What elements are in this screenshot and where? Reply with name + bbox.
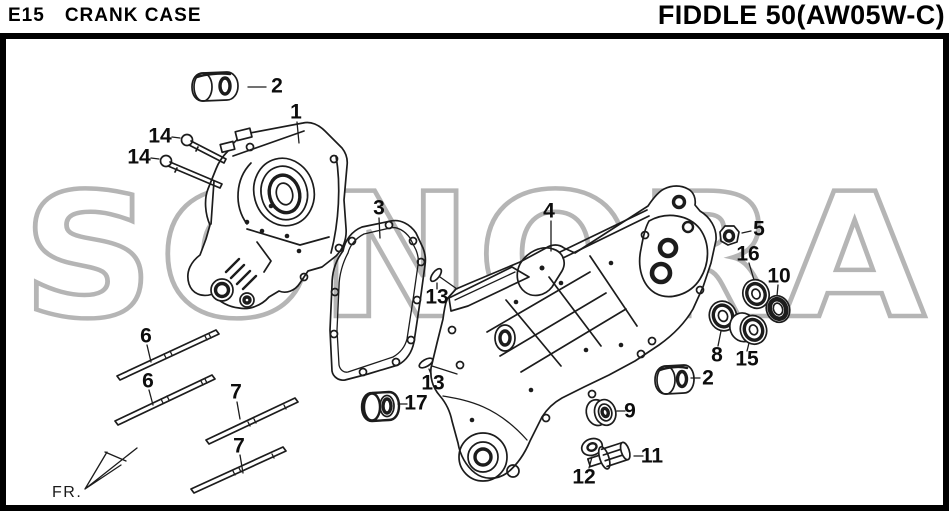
callout-6-lower: 6 xyxy=(142,369,154,393)
part-14-bolt-upper-drawing xyxy=(180,133,227,164)
part-11-flange-bolt-drawing xyxy=(586,441,631,470)
callout-7-lower: 7 xyxy=(233,434,245,458)
callout-1: 1 xyxy=(290,100,302,124)
callout-2-top: 2 xyxy=(271,74,283,98)
part-16-bearing-drawing xyxy=(741,278,771,310)
part-4-crankcase-right-drawing xyxy=(429,185,717,482)
callout-11: 11 xyxy=(640,444,664,468)
diagram-border-frame xyxy=(0,33,949,511)
callout-10: 10 xyxy=(767,264,791,288)
part-17-bushing-drawing xyxy=(360,390,401,423)
callout-14-lower: 14 xyxy=(127,145,151,169)
callout-4: 4 xyxy=(543,199,555,223)
page-header-left: E15 CRANK CASE xyxy=(8,5,202,27)
part-6-stud-lower-drawing xyxy=(114,374,216,426)
callout-8: 8 xyxy=(711,343,723,367)
part-6-stud-upper-drawing xyxy=(116,329,220,381)
part-2-bushing-top-drawing xyxy=(191,71,239,102)
part-13-dowel-pin-lower-drawing xyxy=(418,357,434,369)
callout-3: 3 xyxy=(373,196,385,220)
callout-13-upper: 13 xyxy=(425,285,449,309)
callout-5: 5 xyxy=(753,217,765,241)
model-title: FIDDLE 50(AW05W-C) xyxy=(657,0,945,30)
part-10-oil-seal-drawing xyxy=(765,294,791,324)
callout-16: 16 xyxy=(736,242,760,266)
part-14-bolt-lower-drawing xyxy=(159,154,223,189)
part-7-stud-upper-drawing xyxy=(205,397,299,445)
part-2-bushing-right-drawing xyxy=(654,364,695,395)
callout-7-upper: 7 xyxy=(230,380,242,404)
section-title: CRANK CASE xyxy=(64,5,202,26)
callout-6-upper: 6 xyxy=(140,324,152,348)
part-1-crankcase-left-drawing xyxy=(187,121,349,310)
part-3-gasket-drawing xyxy=(329,219,427,381)
callout-13-lower: 13 xyxy=(421,371,445,395)
part-12-washer-drawing xyxy=(580,437,604,457)
part-9-washer-drawing xyxy=(585,398,617,427)
part-13-dowel-pin-upper-drawing xyxy=(429,267,443,283)
part-15-bearing-drawing xyxy=(728,312,768,346)
callout-14-upper: 14 xyxy=(148,124,172,148)
front-direction-label: FR. xyxy=(52,484,83,501)
callout-17: 17 xyxy=(404,391,428,415)
callout-9: 9 xyxy=(624,399,636,423)
callout-15: 15 xyxy=(735,347,759,371)
callout-leader-lines xyxy=(146,86,779,474)
part-5-nut-drawing xyxy=(719,225,740,246)
callout-12: 12 xyxy=(572,465,596,489)
part-7-stud-lower-drawing xyxy=(190,446,287,494)
callout-2-right: 2 xyxy=(702,366,714,390)
front-direction-arrow xyxy=(84,447,138,490)
section-code: E15 xyxy=(8,5,45,26)
